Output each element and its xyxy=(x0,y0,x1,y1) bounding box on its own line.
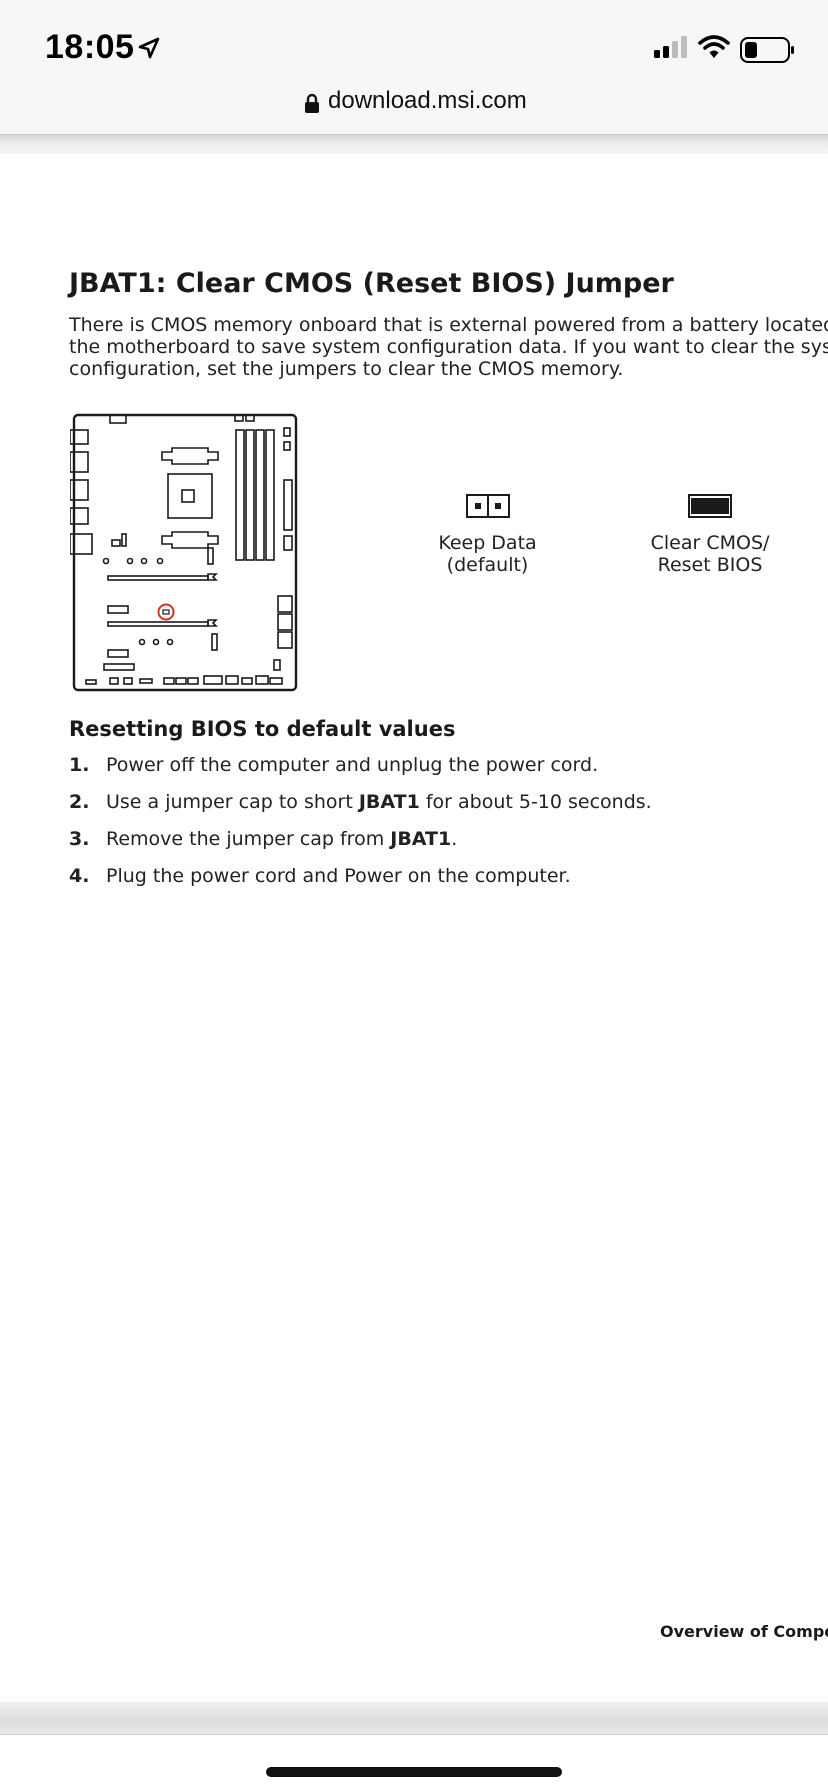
intro-line: the motherboard to save system configura… xyxy=(69,336,828,358)
step-text: Remove the jumper cap from JBAT1. xyxy=(106,828,458,850)
toolbar-divider xyxy=(0,134,828,155)
step-number: 4. xyxy=(69,865,90,887)
section-heading: Resetting BIOS to default values xyxy=(69,717,456,741)
page-footer: Overview of Compon xyxy=(660,1622,828,1641)
step-number: 1. xyxy=(69,754,90,776)
wifi-icon xyxy=(698,35,730,58)
steps-list: 1. Power off the computer and unplug the… xyxy=(69,754,828,902)
step-number: 2. xyxy=(69,791,90,813)
browser-chrome: 18:05 download.msi.com xyxy=(0,0,828,134)
battery-icon xyxy=(740,37,794,63)
list-item: 2. Use a jumper cap to short JBAT1 for a… xyxy=(69,791,828,828)
home-indicator[interactable] xyxy=(266,1767,562,1777)
pdf-page: JBAT1: Clear CMOS (Reset BIOS) Jumper Th… xyxy=(0,154,828,1702)
step-text: Use a jumper cap to short JBAT1 for abou… xyxy=(106,791,652,813)
jumper-label: Clear CMOS/ xyxy=(650,532,770,554)
jumper-clear-cmos: Clear CMOS/ Reset BIOS xyxy=(640,494,780,576)
step-text: Plug the power cord and Power on the com… xyxy=(106,865,571,887)
jumper-label: Keep Data xyxy=(438,532,537,554)
jumper-shorted-icon xyxy=(688,494,732,518)
jbat1-highlight-circle xyxy=(157,603,175,621)
jumper-keep-data: Keep Data (default) xyxy=(430,494,545,576)
status-time: 18:05 xyxy=(45,28,135,66)
jumper-open-icon xyxy=(465,494,510,518)
intro-line: configuration, set the jumpers to clear … xyxy=(69,358,624,380)
lock-icon xyxy=(305,93,319,113)
step-text: Power off the computer and unplug the po… xyxy=(106,754,599,776)
intro-line: There is CMOS memory onboard that is ext… xyxy=(69,314,828,336)
jumper-label: (default) xyxy=(446,554,529,576)
motherboard-diagram xyxy=(70,413,298,692)
step-number: 3. xyxy=(69,828,90,850)
list-item: 3. Remove the jumper cap from JBAT1. xyxy=(69,828,828,865)
list-item: 1. Power off the computer and unplug the… xyxy=(69,754,828,791)
jumper-label: Reset BIOS xyxy=(657,554,763,576)
list-item: 4. Plug the power cord and Power on the … xyxy=(69,865,828,902)
location-arrow-icon xyxy=(138,37,160,59)
home-area xyxy=(0,1735,828,1792)
intro-paragraph: There is CMOS memory onboard that is ext… xyxy=(69,314,828,380)
address-bar[interactable]: download.msi.com xyxy=(0,84,828,124)
page-bottom-divider xyxy=(0,1702,828,1735)
url-text[interactable]: download.msi.com xyxy=(328,87,527,114)
page-title: JBAT1: Clear CMOS (Reset BIOS) Jumper xyxy=(69,268,674,299)
cellular-signal-icon xyxy=(654,36,687,58)
